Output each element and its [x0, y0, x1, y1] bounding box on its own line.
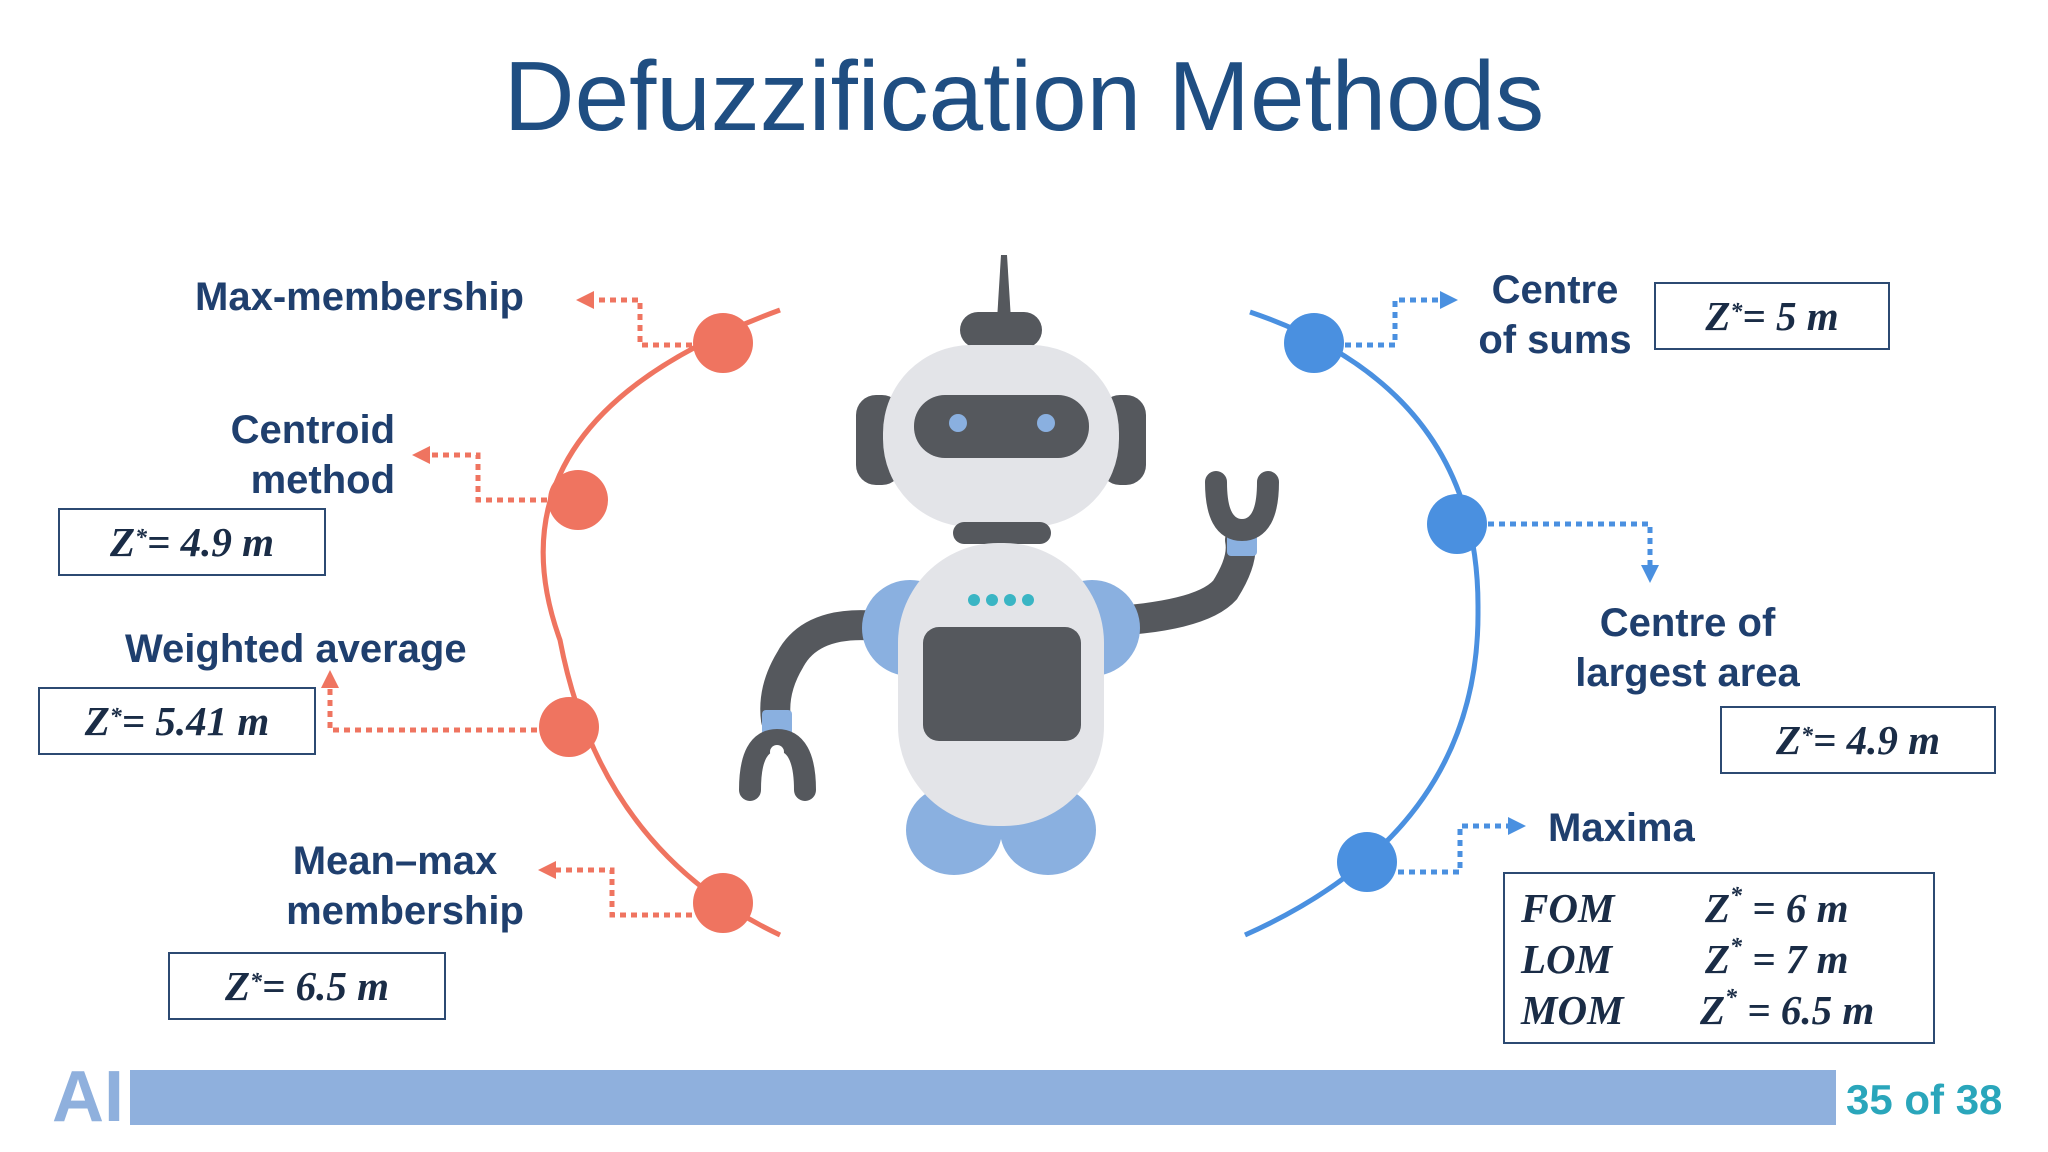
left-arc [540, 307, 782, 938]
label-weighted-average: Weighted average [125, 627, 467, 671]
arrowhead-maxima [1508, 817, 1526, 835]
label-mean-max-membership: Mean–max membership [260, 836, 550, 936]
arrowhead-centre-sums [1440, 291, 1458, 309]
left-node-2 [548, 470, 608, 530]
label-centre-of-largest-area: Centre of largest area [1545, 598, 1830, 698]
arrowhead-max-membership [576, 291, 594, 309]
label-max-membership: Max-membership [195, 275, 524, 319]
right-node-3 [1337, 832, 1397, 892]
formula-centre-of-largest-area: Z* = 4.9 m [1720, 706, 1996, 774]
label-centre-of-sums: Centre of sums [1460, 265, 1650, 365]
maxima-row-mom: MOM Z* = 6.5 m [1521, 985, 1875, 1033]
maxima-row-lom: LOM Z* = 7 m [1521, 934, 1849, 982]
left-node-1 [693, 313, 753, 373]
connector-mean-max [555, 867, 692, 918]
formula-mean-max: Z* = 6.5 m [168, 952, 446, 1020]
label-centre-largest-line1: Centre of [1599, 601, 1776, 645]
connector-max-membership [592, 297, 692, 348]
footer-logo: AI [52, 1057, 124, 1137]
label-mean-max-line2: membership [286, 889, 524, 933]
label-centre-sums-line2: of sums [1478, 318, 1632, 362]
label-maxima: Maxima [1548, 806, 1695, 850]
connector-centre-sums [1345, 297, 1440, 348]
connector-maxima [1398, 823, 1508, 875]
formula-centre-of-sums: Z* = 5 m [1654, 282, 1890, 350]
label-centroid-method: Centroid method [220, 405, 395, 505]
formula-weighted-average: Z* = 5.41 m [38, 687, 316, 755]
connector-weighted [327, 688, 537, 733]
right-node-2 [1427, 494, 1487, 554]
connector-centre-largest [1488, 521, 1653, 565]
arrowhead-weighted [321, 670, 339, 688]
label-centre-sums-line1: Centre [1491, 268, 1619, 312]
arrowhead-centre-largest [1641, 565, 1659, 583]
label-centroid-line2: method [250, 458, 395, 502]
arrowhead-centroid [412, 446, 430, 464]
footer-bar [130, 1070, 1836, 1125]
connector-centroid [428, 452, 547, 503]
label-centroid-line1: Centroid [230, 408, 395, 452]
slide-title: Defuzzification Methods [503, 41, 1545, 151]
formula-centroid: Z* = 4.9 m [58, 508, 326, 576]
maxima-table: FOM Z* = 6 m LOM Z* = 7 m MOM Z* = 6.5 m [1503, 872, 1935, 1044]
robot-illustration [739, 255, 1279, 875]
maxima-row-fom: FOM Z* = 6 m [1521, 883, 1849, 931]
left-node-4 [693, 873, 753, 933]
page-indicator: 35 of 38 [1846, 1076, 2003, 1123]
label-centre-largest-line2: largest area [1575, 651, 1800, 695]
label-mean-max-line1: Mean–max [292, 839, 498, 883]
left-node-3 [539, 697, 599, 757]
right-node-1 [1284, 313, 1344, 373]
arrowhead-mean-max [538, 861, 556, 879]
